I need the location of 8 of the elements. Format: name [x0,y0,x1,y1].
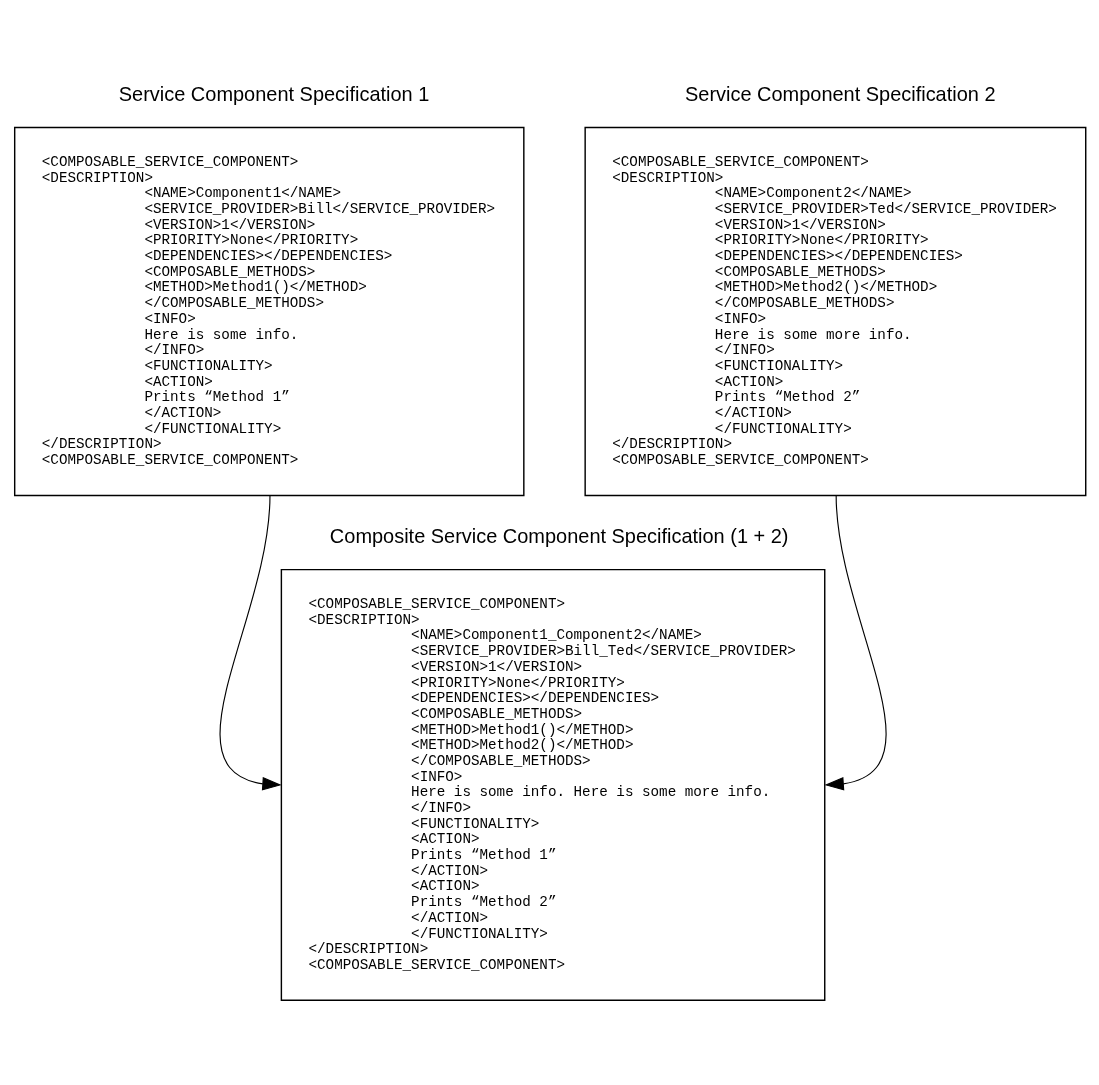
arrow [219,494,282,791]
node-box: <COMPOSABLE_SERVICE_COMPONENT> <DESCRIPTION> <NAME>Component2</NAME> <SERVICE_PROVIDER>Ted</SERVICE_PROVIDER> <VERSION>1</VERSION> <PRIORITY>None</PRIORITY> <DEPENDENCIES></DEPENDENCIES> <COMPOSABLE_METHODS> <METHOD>Method2()</METHOD> </COMPOSABLE_METHODS> <INFO> Here is some more info. </INFO> <FUNCTIONALITY> <ACTION> Prints “Method 2” </ACTION> </FUNCTIONALITY> </DESCRIPTION> <COMPOSABLE_SERVICE_COMPONENT> [584,126,1087,497]
arrow [824,494,887,791]
node-label: Service Component Specification 1 [118,82,430,105]
node-label: Composite Service Component Specification (1 + 2) [329,524,789,547]
node-label: Service Component Specification 2 [684,82,996,105]
node-box: <COMPOSABLE_SERVICE_COMPONENT> <DESCRIPTION> <NAME>Component1_Component2</NAME> <SERVICE_PROVIDER>Bill_Ted</SERVICE_PROVIDER> <VERSION>1</VERSION> <PRIORITY>None</PRIORITY> <DEPENDENCIES></DEPENDENCIES> <COMPOSABLE_METHODS> <METHOD>Method1()</METHOD> <METHOD>Method2()</METHOD> </COMPOSABLE_METHODS> <INFO> Here is some info. Here is some more info. </INFO> <FUNCTIONALITY> <ACTION> Prints “Method 1” </ACTION> <ACTION> Prints “Method 2” </ACTION> </FUNCTIONALITY> </DESCRIPTION> <COMPOSABLE_SERVICE_COMPONENT> [280,568,826,1001]
node-box: <COMPOSABLE_SERVICE_COMPONENT> <DESCRIPTION> <NAME>Component1</NAME> <SERVICE_PROVIDER>Bill</SERVICE_PROVIDER> <VERSION>1</VERSION> <PRIORITY>None</PRIORITY> <DEPENDENCIES></DEPENDENCIES> <COMPOSABLE_METHODS> <METHOD>Method1()</METHOD> </COMPOSABLE_METHODS> <INFO> Here is some info. </INFO> <FUNCTIONALITY> <ACTION> Prints “Method 1” </ACTION> </FUNCTIONALITY> </DESCRIPTION> <COMPOSABLE_SERVICE_COMPONENT> [13,126,525,497]
